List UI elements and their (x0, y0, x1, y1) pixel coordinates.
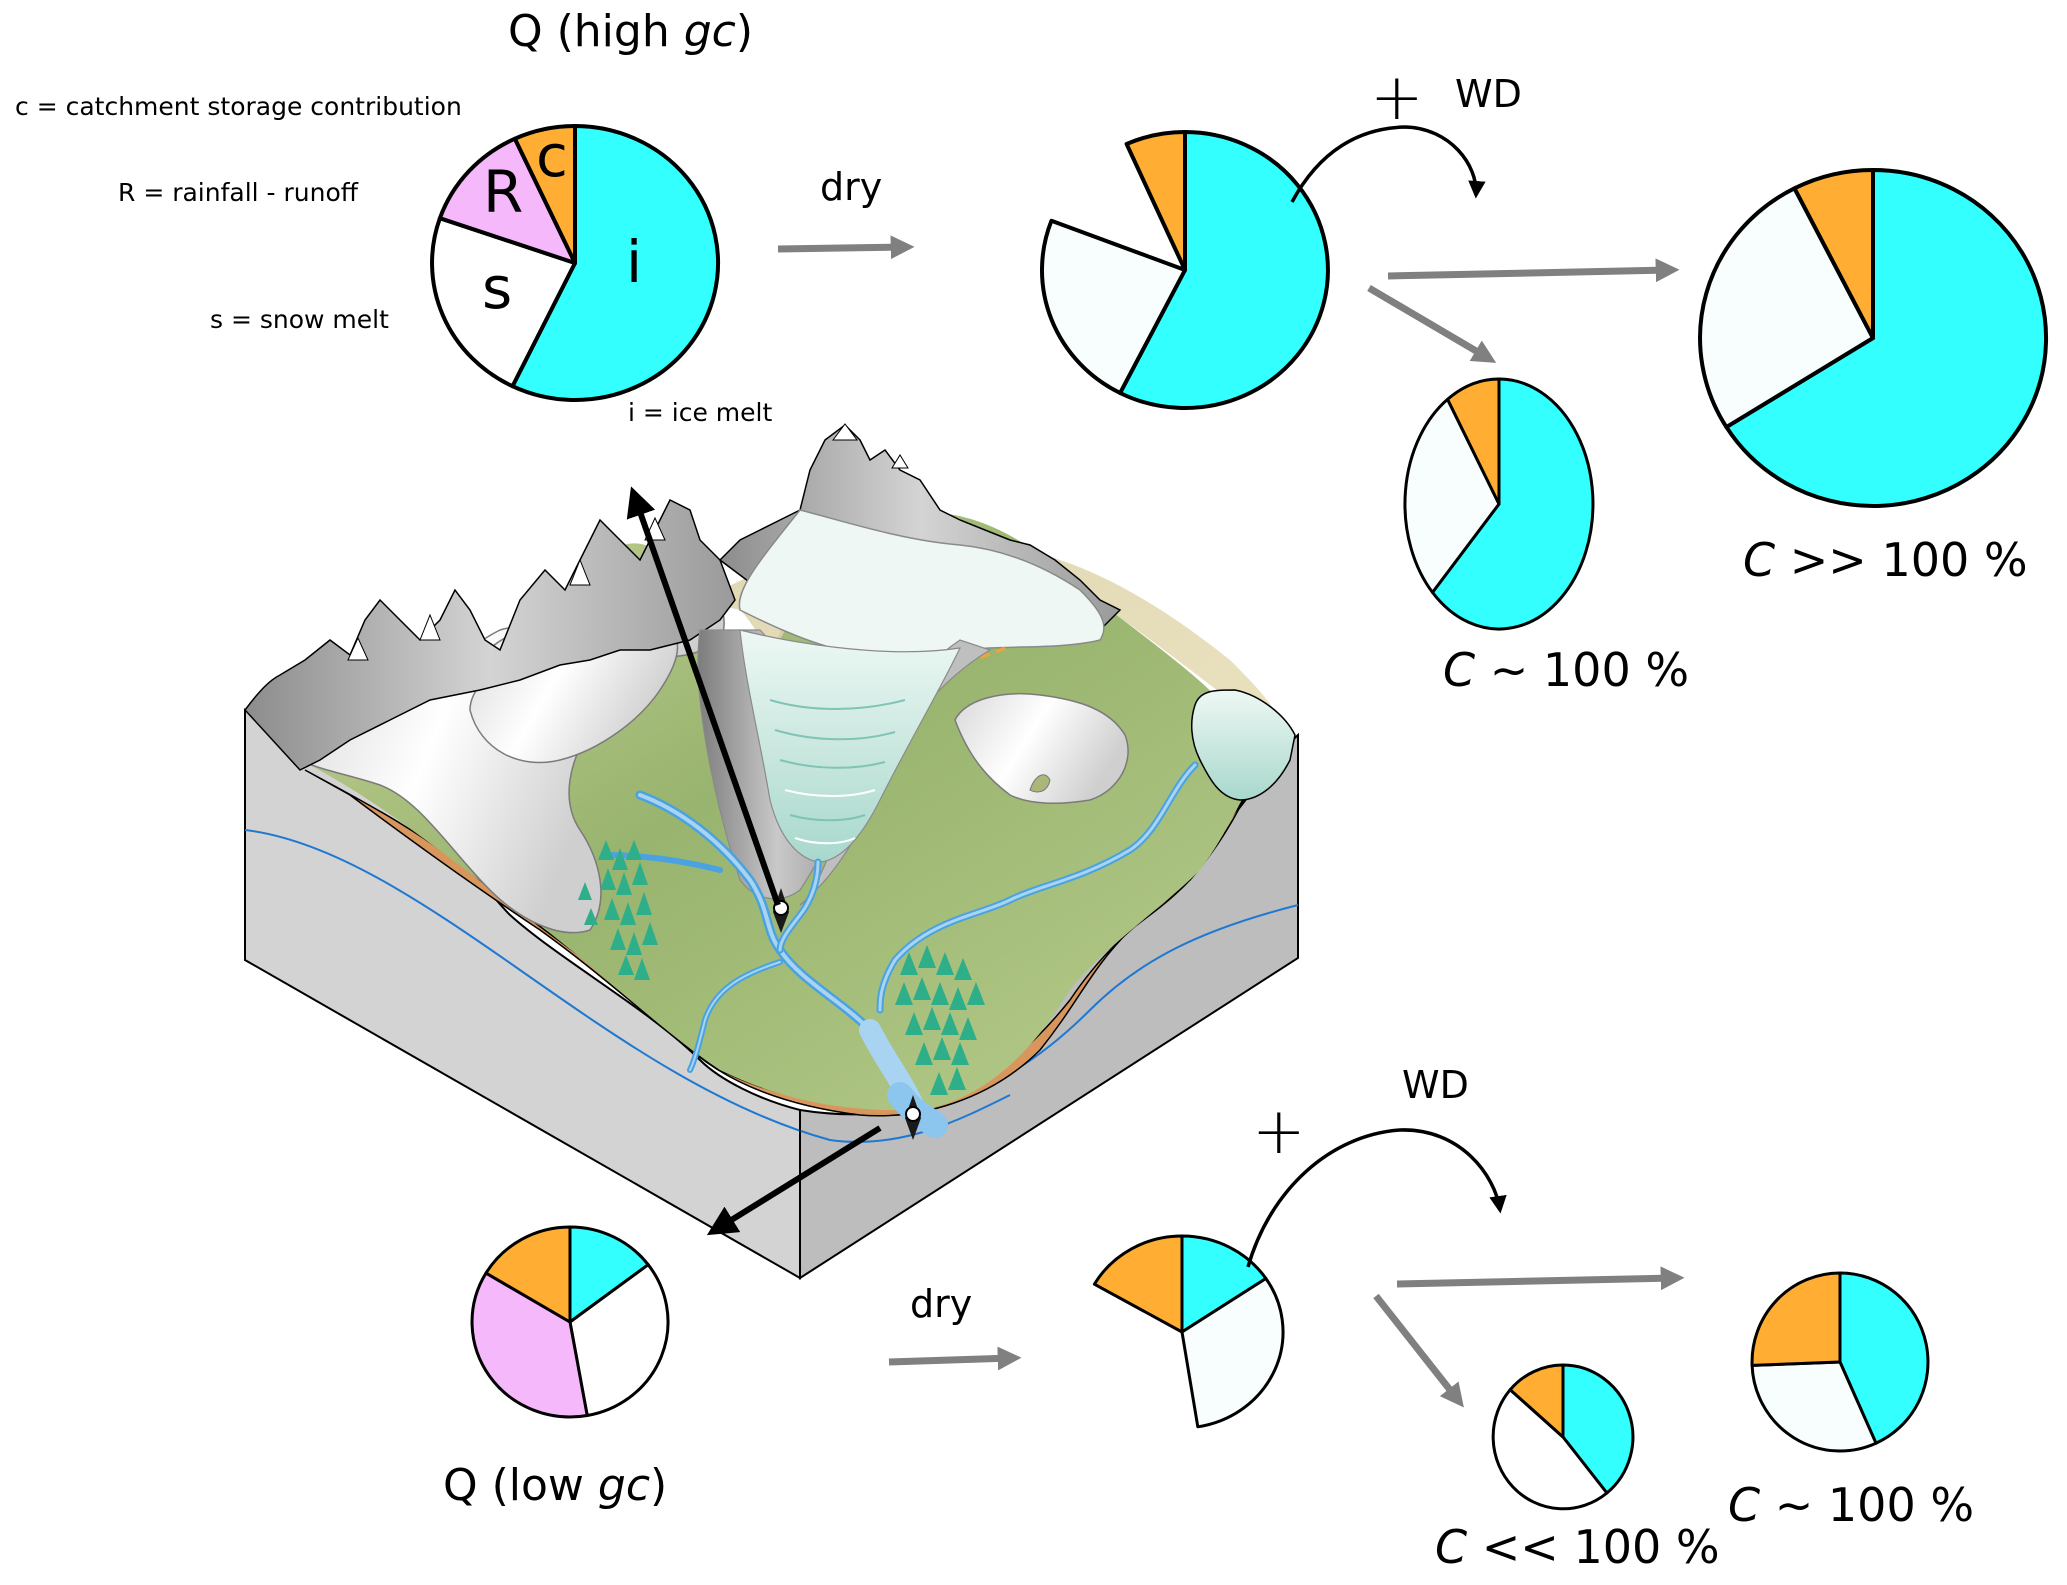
pie-slice-s (1180, 1277, 1285, 1429)
pie-slice-i (1724, 168, 2049, 508)
wd-curve-arrow-top (1290, 125, 1486, 203)
small-glacier-right (1190, 689, 1296, 801)
mountain-peak (832, 423, 858, 441)
label-c-much-greater-100: C >> 100 % (1743, 533, 2028, 587)
pie-slice-s (1403, 397, 1501, 594)
label-c-approx-100-top: C ~ 100 % (1443, 643, 1689, 697)
groundwater-line (244, 829, 1011, 1143)
title-suffix: ) (735, 6, 753, 57)
glacier-tongue (739, 629, 962, 863)
title-q-low-gc: Q (low gc) (443, 1460, 667, 1511)
pie-low-gc-dry (1092, 1234, 1285, 1429)
arrow-to-c-approx-top (1367, 284, 1497, 363)
slice-label-i: i (626, 228, 643, 296)
wd-label-top: WD (1455, 72, 1522, 116)
pointer-arrow-high-gc (626, 486, 781, 906)
dry-arrow-bottom (888, 1346, 1022, 1371)
snowfield-right (954, 693, 1129, 805)
pie-slice-i (510, 124, 721, 402)
equilibrium-line (744, 646, 1006, 677)
slice-label-c: c (536, 122, 568, 190)
dry-arrow-top (777, 235, 915, 260)
pie-slice-s (568, 1263, 670, 1417)
pie-slice-s (1750, 1360, 1878, 1453)
pie-high-gc-c-much-greater-100 (1698, 168, 2049, 508)
pie-slice-i (1118, 130, 1330, 410)
pie-slice-c (1750, 1271, 1842, 1367)
legend-snow-melt: s = snow melt (210, 305, 389, 334)
pie-slice-c (1792, 168, 1875, 340)
label-rest: >> 100 % (1775, 533, 2028, 587)
pie-slice-c (1124, 129, 1187, 272)
mountain-range-left (244, 498, 736, 771)
label-c-much-less-100: C << 100 % (1435, 1520, 1720, 1574)
legend-catchment-storage: c = catchment storage contribution (15, 92, 462, 121)
pie-slice-s (1698, 186, 1875, 430)
pie-q-low-gc (470, 1225, 670, 1419)
label-var: C (1435, 1520, 1468, 1574)
flow-arrows-bottom (888, 1128, 1685, 1408)
forest-left (578, 840, 658, 980)
title-italic: gc (683, 6, 736, 57)
label-c-approx-100-bottom: C ~ 100 % (1728, 1478, 1974, 1532)
wd-curve-arrow-bottom (1246, 1128, 1507, 1268)
pie-slice-c (1092, 1234, 1184, 1334)
pie-slice-c (1508, 1363, 1565, 1439)
pie-slice-i (568, 1225, 650, 1324)
slice-label-R: R (483, 158, 524, 226)
mountain-peak (569, 558, 591, 586)
pointer-arrow-low-gc (706, 1125, 882, 1236)
pie-slice-s (430, 216, 577, 389)
pie-slice-i (1838, 1271, 1930, 1445)
rock-outcrop (1029, 774, 1051, 793)
label-var: C (1743, 533, 1776, 587)
arrow-to-c-much-greater (1387, 258, 1680, 283)
pie-slice-i (1431, 377, 1595, 631)
catchment-landscape (244, 423, 1299, 1280)
label-rest: ~ 100 % (1760, 1478, 1975, 1532)
pie-low-gc-c-much-less-100 (1491, 1363, 1635, 1511)
legend-rainfall-runoff: R = rainfall - runoff (118, 178, 359, 207)
mountain-peak (419, 613, 441, 641)
pie-slice-i (1180, 1234, 1268, 1334)
forest-right (895, 945, 985, 1095)
pie-slice-s (1491, 1388, 1609, 1511)
pie-slice-c (484, 1225, 572, 1324)
plus-sign-top: + (1370, 61, 1424, 135)
pie-q-high-gc (430, 124, 721, 402)
dry-label-bottom: dry (910, 1282, 973, 1326)
gauge-pin-lower (905, 1095, 921, 1140)
glacier-crevasses (769, 699, 906, 845)
pie-high-gc-dry (1040, 129, 1330, 410)
label-rest: << 100 % (1467, 1520, 1720, 1574)
pie-charts (430, 124, 2049, 1511)
mountain-peak (347, 636, 369, 661)
pie-slice-R (437, 136, 577, 265)
slice-label-s: s (482, 254, 513, 322)
label-rest: ~ 100 % (1475, 643, 1690, 697)
pie-slice-c (512, 124, 577, 265)
glacier-accumulation-zone (738, 509, 1105, 657)
mountain-peak (891, 454, 909, 469)
title-text: Q (high (508, 6, 684, 57)
dry-label-top: dry (820, 165, 883, 209)
legend-ice-melt: i = ice melt (628, 398, 773, 427)
arrow-to-c-approx-bottom (1396, 1266, 1685, 1291)
wd-label-bottom: WD (1402, 1063, 1469, 1107)
flow-arrows-top (777, 125, 1680, 363)
title-suffix: ) (650, 1460, 668, 1511)
arrow-to-c-much-less (1373, 1293, 1464, 1408)
label-var: C (1443, 643, 1476, 697)
label-var: C (1728, 1478, 1761, 1532)
pie-slice-R (470, 1271, 589, 1419)
title-italic: gc (597, 1460, 651, 1511)
pie-high-gc-c-approx-100 (1403, 377, 1595, 631)
pie-slice-i (1561, 1363, 1635, 1495)
pie-low-gc-c-approx-100 (1750, 1271, 1930, 1453)
pie-slice-s (1040, 218, 1187, 395)
title-text: Q (low (443, 1460, 598, 1511)
plus-sign-bottom: + (1252, 1095, 1306, 1169)
title-q-high-gc: Q (high gc) (508, 6, 753, 57)
pie-slice-c (1446, 377, 1501, 506)
